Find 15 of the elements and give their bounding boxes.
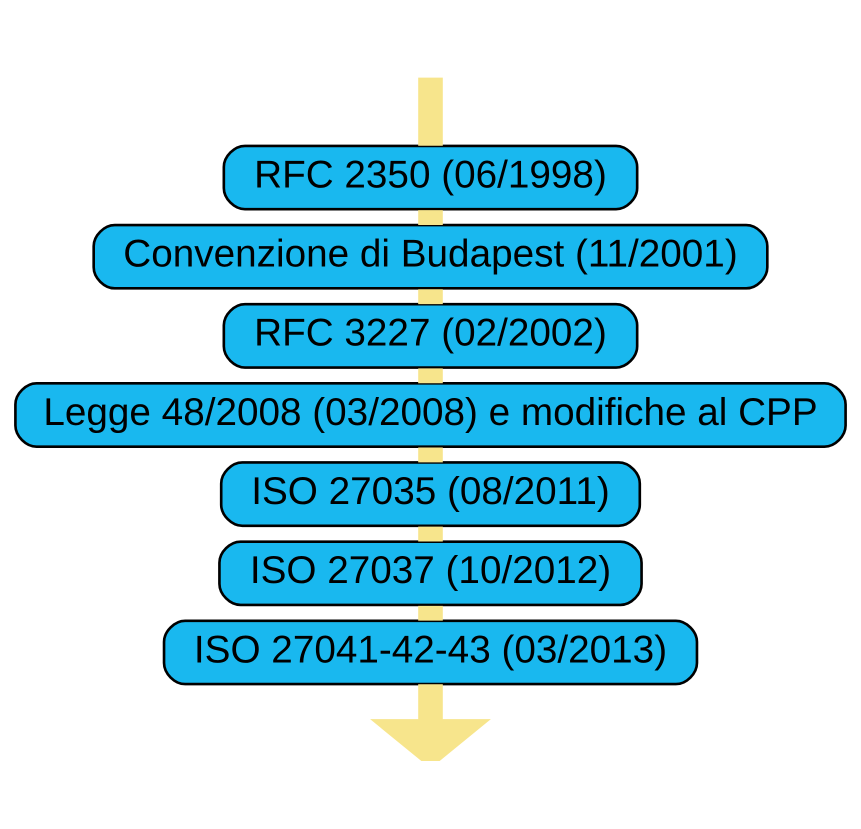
connector — [418, 77, 443, 146]
connector — [418, 210, 443, 224]
node-box: ISO 27035 (08/2011) — [220, 460, 642, 527]
connector — [418, 368, 443, 383]
node-box: ISO 27041-42-43 (03/2013) — [162, 618, 698, 685]
node-box: Legge 48/2008 (03/2008) e modifiche al CPP — [14, 382, 847, 448]
connector — [418, 288, 443, 304]
node-box: Convenzione di Budapest (11/2001) — [92, 223, 769, 290]
arrow — [370, 684, 491, 760]
node-box: RFC 2350 (06/1998) — [222, 144, 638, 210]
connector — [418, 526, 443, 542]
node-box: ISO 27037 (10/2012) — [218, 540, 643, 606]
node-box: RFC 3227 (02/2002) — [222, 302, 638, 368]
connector — [418, 605, 443, 620]
connector — [418, 447, 443, 462]
